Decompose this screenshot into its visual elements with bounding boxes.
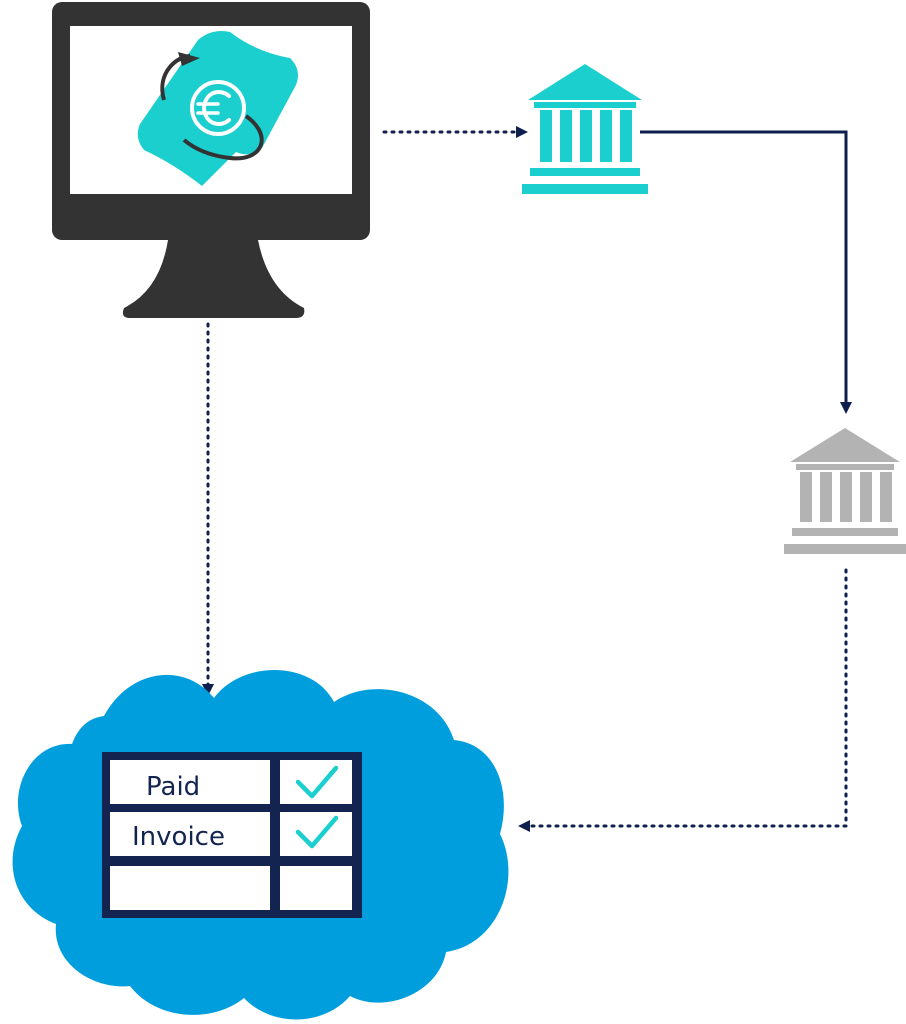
table-cell-label [110,866,270,910]
connectors [202,126,852,832]
table-cell-label-text: Paid [146,772,200,802]
circular-arrow-head [178,52,200,66]
table-cell-label [110,760,270,804]
bank-step [792,528,898,536]
bank-lintel [534,102,636,108]
bank-base [522,184,648,194]
euro-icon [190,80,246,136]
bank-column [880,472,892,522]
checkmark-icon [295,765,339,799]
table-cell-status [280,812,352,856]
table-row [110,866,352,910]
table-cell-status [280,866,352,910]
bank-column [620,110,632,162]
bank-column [540,110,552,162]
bank-column [800,472,812,522]
bank-base [784,544,906,554]
bank-column [840,472,852,522]
bank-column [580,110,592,162]
bank-icon [784,428,906,554]
table-cell-label [110,812,270,856]
connector-bank-to-bank [640,130,852,414]
table-cell-status [280,760,352,804]
checkmark-icon [295,815,339,849]
bank-roof [790,428,900,462]
circular-arrow-bottom [182,114,264,161]
monitor-stand [122,240,305,318]
bank-roof [528,64,642,100]
connector-bank-to-cloud [518,568,848,832]
table-cell-label-text: Invoice [132,822,225,852]
table-row: Invoice [110,812,352,856]
bank-column [560,110,572,162]
euro-banknote-icon [137,31,298,186]
bank-column [600,110,612,162]
bank-column [860,472,872,522]
table-row: Paid [110,760,352,804]
bank-lintel [796,464,894,470]
bank-icon [522,64,648,194]
bank-step [530,168,640,176]
status-table: Paid Invoice [102,752,362,918]
bank-column [820,472,832,522]
